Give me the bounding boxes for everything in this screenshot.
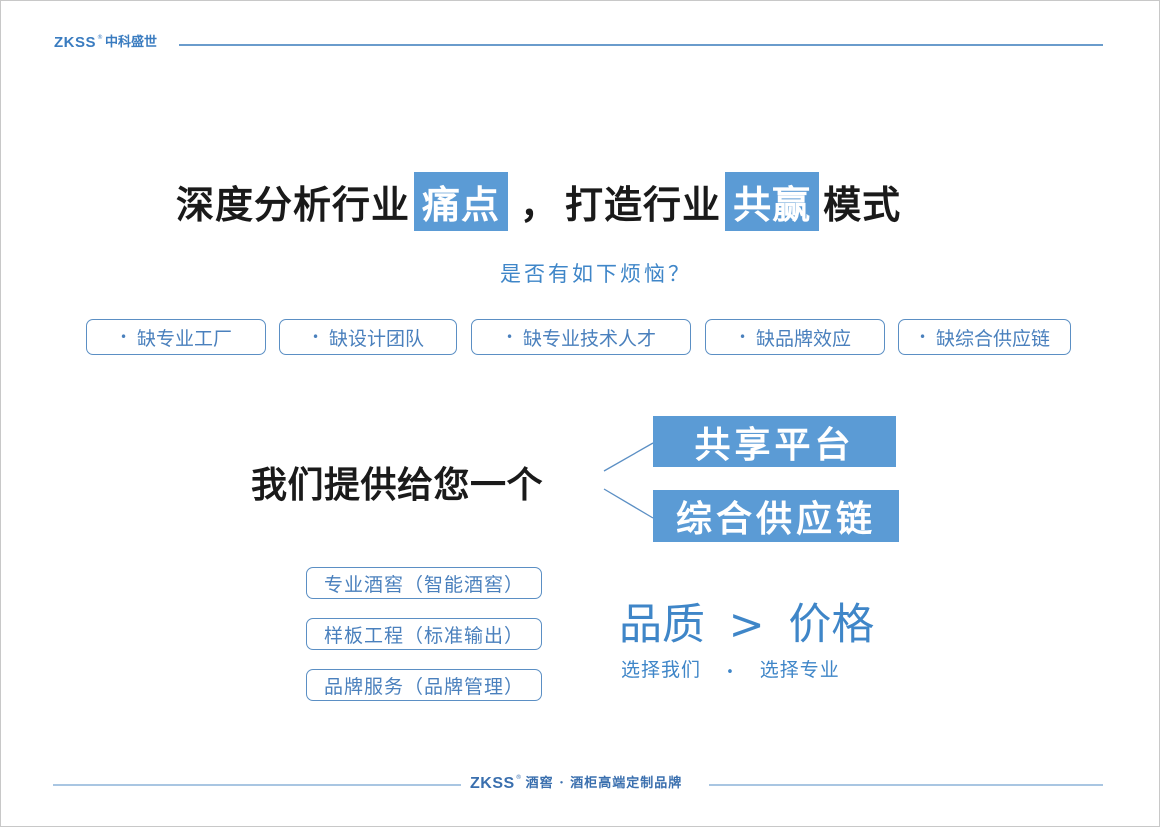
pain-point-pill: • 缺专业技术人才 <box>471 319 691 355</box>
slogan-choose-us: 选择我们 <box>621 659 702 681</box>
service-label: 样板工程（标准输出） <box>323 624 524 647</box>
pain-point-label: 缺设计团队 <box>329 327 425 350</box>
offer-option-supply-chain: 综合供应链 <box>653 490 899 542</box>
footer-brand: ZKSS ® 酒窖 · 酒柜高端定制品牌 <box>470 774 682 794</box>
title-highlight-pain: 痛点 <box>414 171 509 231</box>
bullet-icon: • <box>311 330 320 344</box>
offer-option-label: 综合供应链 <box>675 498 876 540</box>
offer-option-shared-platform: 共享平台 <box>653 416 896 467</box>
header-logo: ZKSS ® 中科盛世 <box>54 34 157 52</box>
bullet-icon: • <box>119 330 128 344</box>
slogan-subline: 选择我们 • 选择专业 <box>621 655 840 682</box>
footer-divider-left <box>53 784 461 786</box>
bullet-icon: • <box>738 330 747 344</box>
service-pill: 样板工程（标准输出） <box>306 618 542 650</box>
pain-point-label: 缺品牌效应 <box>756 327 852 350</box>
pain-point-label: 缺专业技术人才 <box>523 327 657 350</box>
title-part-2: 打造行业 <box>565 181 722 227</box>
footer-tagline: 酒窖 · 酒柜高端定制品牌 <box>525 776 683 791</box>
brand-chinese: 中科盛世 <box>105 35 158 50</box>
quality-slogan: 品质 > 价格 <box>619 599 874 651</box>
subtitle-question: 是否有如下烦恼？ <box>500 262 692 286</box>
pain-point-label: 缺专业工厂 <box>137 327 233 350</box>
pain-point-pill: • 缺品牌效应 <box>705 319 885 355</box>
service-label: 品牌服务（品牌管理） <box>323 675 524 698</box>
service-pill: 专业酒窖（智能酒窖） <box>306 567 542 599</box>
bullet-icon: • <box>726 665 735 680</box>
offer-option-label: 共享平台 <box>694 423 855 466</box>
service-label: 专业酒窖（智能酒窖） <box>323 573 524 596</box>
header-divider <box>179 44 1103 46</box>
bullet-icon: • <box>505 330 514 344</box>
registered-mark: ® <box>97 34 104 41</box>
service-pill: 品牌服务（品牌管理） <box>306 669 542 701</box>
page-title: 深度分析行业 痛点 ， 打造行业 共赢 模式 <box>176 171 902 231</box>
offer-statement: 我们提供给您一个 <box>251 464 544 506</box>
greater-than-symbol: > <box>728 600 765 650</box>
slogan-quality: 品质 <box>619 600 705 650</box>
slogan-price: 价格 <box>788 600 875 650</box>
bullet-icon: • <box>918 330 927 344</box>
pain-point-pill: • 缺综合供应链 <box>898 319 1071 355</box>
pain-point-pill: • 缺专业工厂 <box>86 319 266 355</box>
footer-brand-latin: ZKSS <box>470 775 515 792</box>
registered-mark: ® <box>515 774 522 781</box>
title-comma: ， <box>520 181 560 227</box>
title-highlight-winwin: 共赢 <box>725 171 820 231</box>
title-part-3: 模式 <box>823 181 902 227</box>
pain-point-pill: • 缺设计团队 <box>279 319 457 355</box>
title-part-1: 深度分析行业 <box>176 181 411 227</box>
pain-point-label: 缺综合供应链 <box>936 327 1051 350</box>
footer-divider-right <box>709 784 1103 786</box>
slogan-choose-professional: 选择专业 <box>759 659 840 681</box>
brand-latin: ZKSS <box>54 34 97 51</box>
